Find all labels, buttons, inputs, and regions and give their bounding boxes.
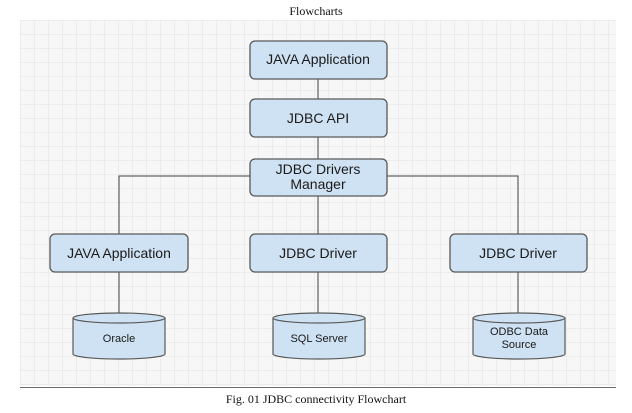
database-label-line-1: ODBC Data bbox=[490, 326, 549, 338]
node-jdbc-api: JDBC API bbox=[249, 98, 388, 138]
connectors bbox=[118, 79, 519, 313]
database-label-line-2: Source bbox=[502, 339, 537, 351]
node-label-line-1: JDBC Drivers bbox=[276, 161, 361, 177]
database-label: SQL Server bbox=[290, 333, 347, 345]
page-title: Flowcharts bbox=[289, 4, 343, 18]
database-label: Oracle bbox=[103, 333, 135, 345]
bottom-divider bbox=[20, 387, 616, 388]
node-label: JAVA Application bbox=[67, 245, 171, 261]
database-oracle: Oracle bbox=[72, 312, 166, 360]
figure-caption: Fig. 01 JDBC connectivity Flowchart bbox=[225, 392, 407, 406]
node-label-line-2: Manager bbox=[290, 176, 346, 192]
node-java-application-left: JAVA Application bbox=[49, 233, 189, 273]
node-label: JDBC Driver bbox=[479, 245, 557, 261]
node-label: JDBC Driver bbox=[279, 245, 357, 261]
database-sql-server: SQL Server bbox=[272, 312, 366, 360]
node-java-application-top: JAVA Application bbox=[249, 40, 388, 80]
node-jdbc-drivers-manager: JDBC Drivers Manager bbox=[249, 158, 388, 197]
node-label: JDBC API bbox=[287, 110, 349, 126]
node-label: JAVA Application bbox=[266, 51, 370, 67]
node-jdbc-driver-right: JDBC Driver bbox=[449, 233, 588, 273]
database-odbc-data-source: ODBC Data Source bbox=[472, 312, 566, 360]
node-jdbc-driver-middle: JDBC Driver bbox=[249, 233, 388, 273]
connector-manager-to-left bbox=[118, 175, 250, 234]
connector-manager-to-right bbox=[387, 175, 519, 234]
